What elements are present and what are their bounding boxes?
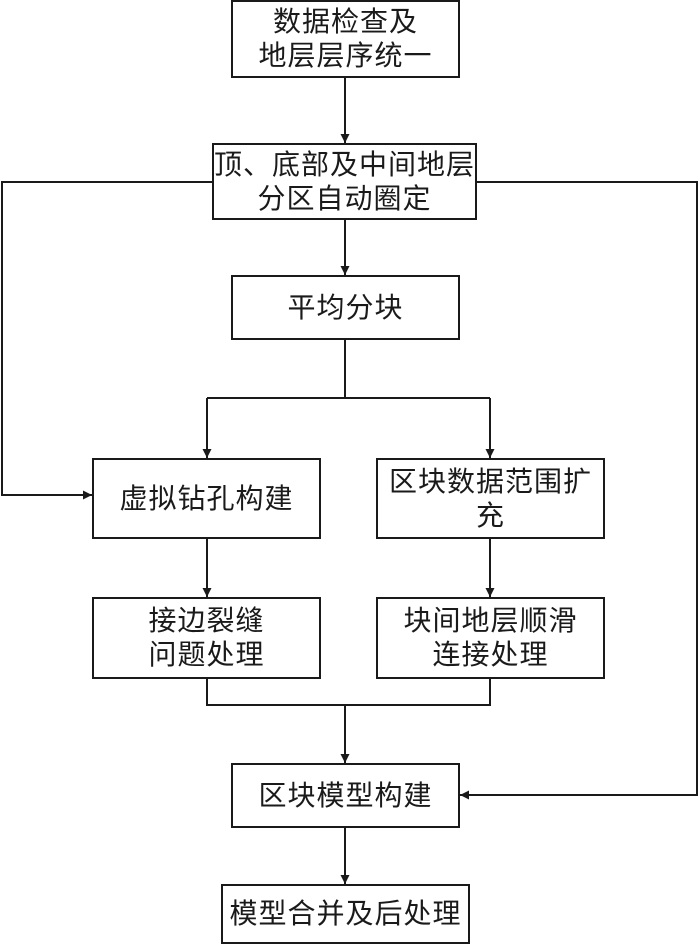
node-virtual-borehole: 虚拟钻孔构建 <box>92 458 321 539</box>
arrow-zoning-to-virtual <box>1 181 213 500</box>
node-smooth-connect: 块间地层顺滑 连接处理 <box>376 597 605 679</box>
line-crack-join <box>206 677 491 706</box>
node-block-range-expand: 区块数据范围扩充 <box>376 458 605 539</box>
node-average-block: 平均分块 <box>231 275 460 340</box>
arrow-zoning-to-block-model <box>460 181 698 800</box>
node-auto-zoning: 顶、底部及中间地层 分区自动圈定 <box>212 143 477 220</box>
node-edge-crack: 接边裂缝 问题处理 <box>92 597 321 679</box>
node-model-merge: 模型合并及后处理 <box>221 884 470 944</box>
node-data-check: 数据检查及 地层层序统一 <box>231 0 460 78</box>
node-block-model: 区块模型构建 <box>231 763 460 828</box>
